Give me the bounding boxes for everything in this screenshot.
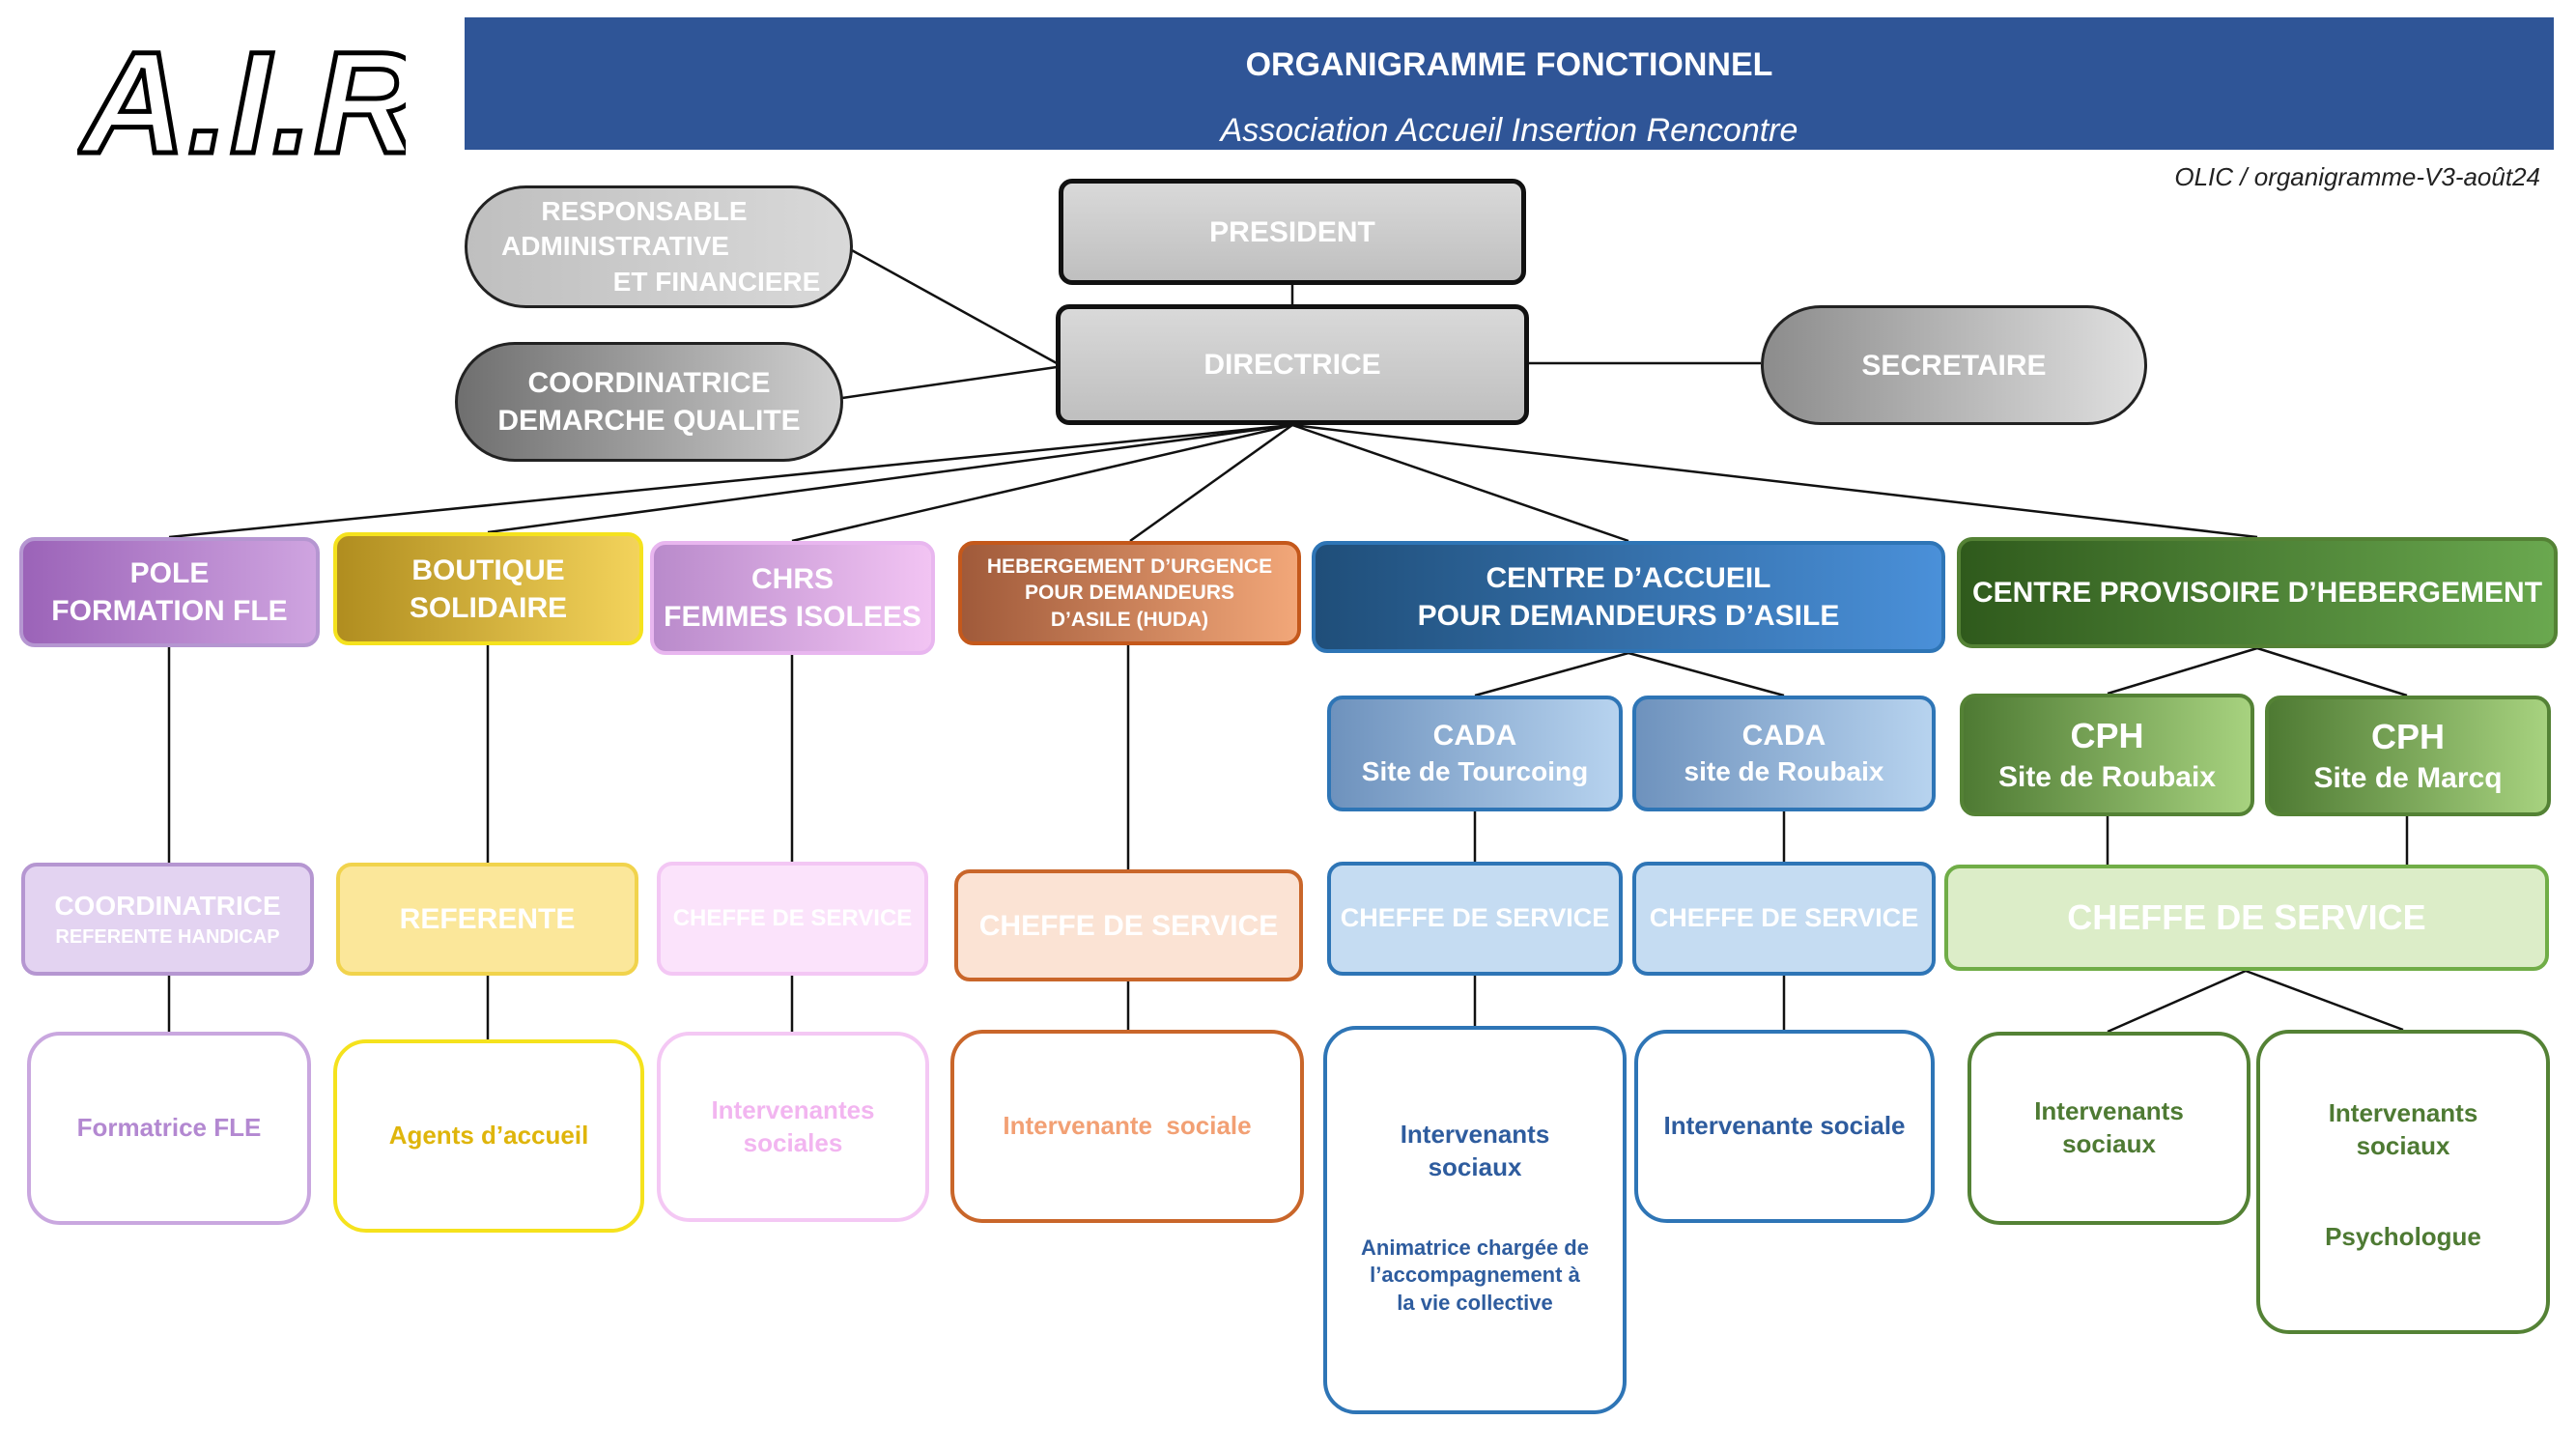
cada-site-roubaix-site: site de Roubaix — [1684, 756, 1884, 787]
raf-box: RESPONSABLE ADMINISTRATIVE ET FINANCIERE — [465, 185, 853, 308]
cada-roubaix-staff-1: Intervenante sociale — [1663, 1111, 1906, 1141]
fle-role-1: COORDINATRICE — [54, 891, 281, 922]
qualite-box: COORDINATRICE DEMARCHE QUALITE — [455, 342, 843, 462]
cph-roubaix-staff-1: Intervenants — [2034, 1096, 2184, 1126]
cada-site-tourcoing-box: CADA Site de Tourcoing — [1327, 696, 1623, 811]
cph-marcq-psychologue: Psychologue — [2325, 1221, 2481, 1251]
dept-cada-header: CENTRE D’ACCUEIL POUR DEMANDEURS D’ASILE — [1312, 541, 1945, 653]
cph-roubaix-staff-box: Intervenants sociaux — [1967, 1032, 2250, 1225]
qualite-label-1: COORDINATRICE — [527, 367, 771, 399]
dept-huda-title-3: D’ASILE (HUDA) — [1050, 608, 1209, 631]
version-label: OLIC / organigramme-V3-août24 — [2174, 162, 2540, 191]
dept-cada-title-2: POUR DEMANDEURS D’ASILE — [1417, 600, 1840, 632]
dept-chrs-header: CHRS FEMMES ISOLEES — [650, 541, 935, 655]
cph-marcq-staff-2: sociaux — [2356, 1130, 2450, 1160]
cph-role: CHEFFE DE SERVICE — [2067, 896, 2426, 937]
cph-site-marcq-box: CPH Site de Marcq — [2265, 696, 2551, 816]
cada-tourcoing-extra-2: l’accompagnement à — [1370, 1263, 1580, 1288]
fle-role-2: REFERENTE HANDICAP — [55, 925, 280, 948]
dept-huda-title-2: POUR DEMANDEURS — [1024, 582, 1234, 605]
secretaire-label: SECRETAIRE — [1861, 349, 2047, 382]
cada-tourcoing-staff-box: Intervenants sociaux Animatrice chargée … — [1323, 1026, 1627, 1414]
cada-site-tourcoing-name: CADA — [1432, 720, 1517, 753]
huda-role-1: CHEFFE DE SERVICE — [978, 909, 1279, 942]
boutique-role-box: REFERENTE — [336, 863, 638, 976]
chrs-staff-2: sociales — [743, 1127, 843, 1157]
directrice-label: DIRECTRICE — [1203, 349, 1381, 381]
header-banner: ORGANIGRAMME FONCTIONNEL Association Acc… — [465, 17, 2554, 150]
huda-role-box: CHEFFE DE SERVICE — [954, 869, 1303, 981]
cada-tourcoing-extra-1: Animatrice chargée de — [1361, 1235, 1589, 1260]
president-box: PRESIDENT — [1059, 179, 1526, 285]
chrs-staff-box: Intervenantes sociales — [657, 1032, 929, 1222]
cph-site-roubaix-box: CPH Site de Roubaix — [1960, 694, 2254, 816]
dept-chrs-title-1: CHRS — [750, 563, 834, 595]
cph-role-box: CHEFFE DE SERVICE — [1944, 865, 2549, 971]
fle-staff-box: Formatrice FLE — [27, 1032, 311, 1225]
cada-tourcoing-staff-2: sociaux — [1428, 1151, 1522, 1181]
secretaire-box: SECRETAIRE — [1761, 305, 2147, 425]
cph-site-marcq-site: Site de Marcq — [2313, 762, 2503, 795]
fle-role-box: COORDINATRICE REFERENTE HANDICAP — [21, 863, 314, 976]
boutique-role-1: REFERENTE — [399, 903, 576, 935]
cph-marcq-staff-1: Intervenants — [2328, 1098, 2478, 1127]
cada-tourcoing-role: CHEFFE DE SERVICE — [1340, 903, 1610, 933]
huda-staff-1: Intervenante sociale — [1003, 1111, 1252, 1141]
cada-tourcoing-role-box: CHEFFE DE SERVICE — [1327, 862, 1623, 976]
cph-site-roubaix-site: Site de Roubaix — [1997, 761, 2217, 794]
dept-huda-title-1: HEBERGEMENT D’URGENCE — [986, 555, 1273, 579]
cph-site-marcq-name: CPH — [2370, 716, 2445, 756]
dept-huda-header: HEBERGEMENT D’URGENCE POUR DEMANDEURS D’… — [958, 541, 1301, 645]
cph-roubaix-staff-2: sociaux — [2062, 1129, 2156, 1158]
dept-fle-header: POLE FORMATION FLE — [19, 537, 320, 647]
dept-boutique-title-1: BOUTIQUE — [411, 554, 565, 586]
directrice-box: DIRECTRICE — [1056, 304, 1529, 425]
dept-boutique-header: BOUTIQUE SOLIDAIRE — [333, 532, 643, 645]
fle-staff-1: Formatrice FLE — [76, 1113, 262, 1143]
dept-cph-header: CENTRE PROVISOIRE D’HEBERGEMENT — [1957, 537, 2558, 648]
cph-site-roubaix-name: CPH — [2070, 715, 2144, 755]
chrs-role-box: CHEFFE DE SERVICE — [657, 862, 928, 976]
cada-tourcoing-extra-3: la vie collective — [1397, 1290, 1553, 1315]
qualite-label-2: DEMARCHE QUALITE — [497, 405, 801, 437]
logo-wordmark: A.I.R. — [75, 19, 464, 186]
cada-site-tourcoing-site: Site de Tourcoing — [1361, 756, 1589, 787]
dept-boutique-title-2: SOLIDAIRE — [409, 591, 568, 624]
cada-tourcoing-staff-1: Intervenants — [1400, 1120, 1550, 1149]
dept-chrs-title-2: FEMMES ISOLEES — [664, 601, 921, 633]
president-label: PRESIDENT — [1209, 215, 1375, 248]
chrs-role-1: CHEFFE DE SERVICE — [672, 905, 913, 932]
dept-fle-title-1: POLE — [129, 557, 210, 589]
dept-cph-title-1: CENTRE PROVISOIRE D’HEBERGEMENT — [1971, 577, 2543, 609]
cada-roubaix-role: CHEFFE DE SERVICE — [1649, 903, 1919, 933]
chrs-staff-1: Intervenantes — [711, 1094, 875, 1124]
raf-label-2: ADMINISTRATIVE — [501, 231, 729, 262]
svg-text:A.I.R.: A.I.R. — [77, 39, 406, 174]
dept-cada-title-1: CENTRE D’ACCUEIL — [1486, 562, 1771, 594]
cada-site-roubaix-box: CADA site de Roubaix — [1632, 696, 1936, 811]
page-subtitle: Association Accueil Insertion Rencontre — [1220, 112, 1798, 149]
cada-roubaix-role-box: CHEFFE DE SERVICE — [1632, 862, 1936, 976]
boutique-staff-box: Agents d’accueil — [333, 1039, 644, 1233]
raf-label-1: RESPONSABLE — [541, 195, 748, 226]
dept-fle-title-2: FORMATION FLE — [51, 595, 288, 627]
raf-label-3: ET FINANCIERE — [612, 266, 821, 297]
huda-staff-box: Intervenante sociale — [950, 1030, 1304, 1223]
boutique-staff-1: Agents d’accueil — [388, 1121, 589, 1151]
cada-roubaix-staff-box: Intervenante sociale — [1634, 1030, 1935, 1223]
cph-marcq-staff-box: Intervenants sociaux Psychologue — [2256, 1030, 2550, 1334]
logo: A.I.R. — [75, 19, 464, 186]
page-title: ORGANIGRAMME FONCTIONNEL — [1245, 46, 1773, 83]
cada-site-roubaix-name: CADA — [1741, 720, 1826, 753]
